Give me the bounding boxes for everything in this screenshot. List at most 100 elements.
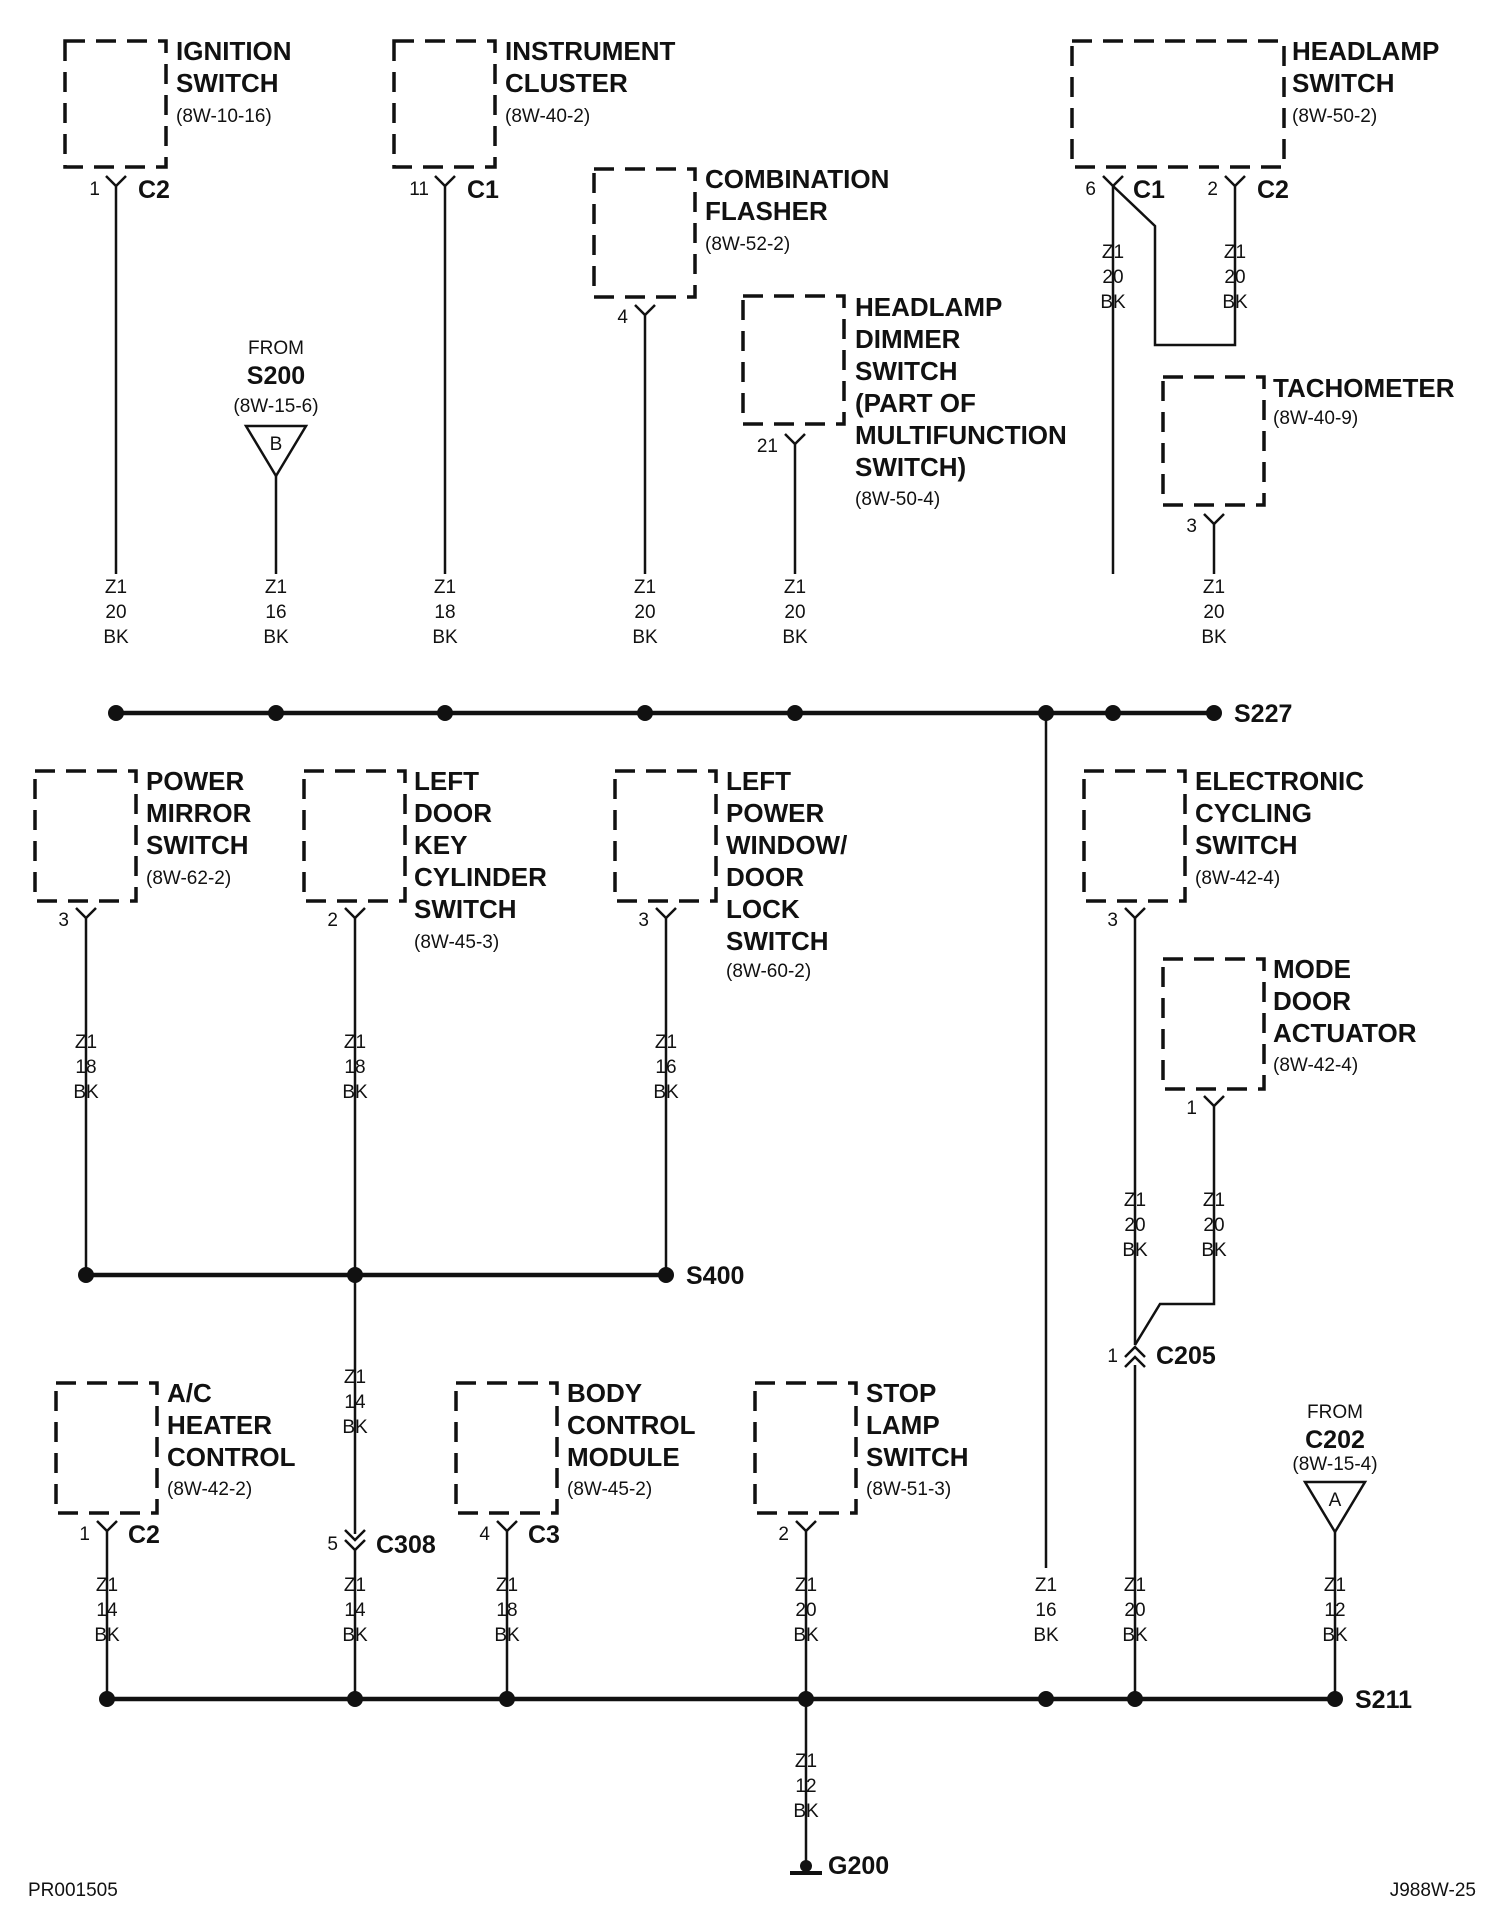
headlamp-dimmer-switch: HEADLAMP DIMMER SWITCH (PART OF MULTIFUN… <box>741 292 1074 510</box>
svg-text:A: A <box>1329 1490 1342 1511</box>
svg-text:B: B <box>270 434 283 455</box>
svg-text:5: 5 <box>327 1534 338 1555</box>
svg-text:C2: C2 <box>128 1521 160 1549</box>
splice-s227: S227 <box>108 700 1292 728</box>
svg-text:HEADLAMP DIMMER SW: HEADLAMP DIMMER SWITCH (PART OF MULTIFUN… <box>855 292 1074 482</box>
svg-text:1: 1 <box>1186 1098 1197 1119</box>
svg-text:S211: S211 <box>1355 1686 1412 1714</box>
svg-text:(8W-62-2): (8W-62-2) <box>146 868 231 889</box>
svg-text:6: 6 <box>1085 179 1096 200</box>
svg-text:21: 21 <box>757 436 778 457</box>
svg-text:2: 2 <box>1207 179 1218 200</box>
svg-text:G200: G200 <box>828 1852 889 1880</box>
svg-text:(8W-10-16): (8W-10-16) <box>176 106 272 127</box>
wires <box>84 185 1337 1866</box>
svg-text:C2: C2 <box>1257 176 1289 204</box>
svg-text:FROM: FROM <box>1307 1402 1363 1423</box>
svg-text:(8W-50-4): (8W-50-4) <box>855 489 940 510</box>
svg-text:(8W-42-4): (8W-42-4) <box>1195 868 1280 889</box>
svg-text:C1: C1 <box>1133 176 1165 204</box>
svg-text:(8W-45-2): (8W-45-2) <box>567 1479 652 1500</box>
svg-text:S227: S227 <box>1234 700 1292 728</box>
svg-text:C205: C205 <box>1156 1342 1216 1370</box>
svg-text:C1: C1 <box>467 176 499 204</box>
svg-text:2: 2 <box>327 910 338 931</box>
svg-text:(8W-15-4): (8W-15-4) <box>1292 1454 1377 1475</box>
svg-text:3: 3 <box>1107 910 1118 931</box>
svg-text:4: 4 <box>617 307 628 328</box>
svg-text:11: 11 <box>409 179 429 200</box>
inline-connector-c205: 1 C205 <box>1107 1342 1215 1370</box>
svg-text:(8W-60-2): (8W-60-2) <box>726 961 811 982</box>
svg-text:3: 3 <box>638 910 649 931</box>
svg-text:(8W-45-3): (8W-45-3) <box>414 932 499 953</box>
svg-text:LEFT POWER WINDOW/: LEFT POWER WINDOW/ DOOR LOCK SWITCH <box>726 766 855 956</box>
svg-text:3: 3 <box>1186 516 1197 537</box>
svg-text:3: 3 <box>58 910 69 931</box>
svg-text:S400: S400 <box>686 1262 744 1290</box>
svg-text:FROM: FROM <box>248 338 304 359</box>
svg-text:(8W-40-2): (8W-40-2) <box>505 106 590 127</box>
svg-text:(8W-40-9): (8W-40-9) <box>1273 408 1358 429</box>
source-s200: FROM S200 (8W-15-6) B <box>233 338 319 479</box>
svg-text:2: 2 <box>778 1524 789 1545</box>
splice-s400: S400 <box>78 1262 744 1290</box>
inline-connector-c308: 5 C308 <box>327 1529 436 1559</box>
svg-text:C308: C308 <box>376 1531 436 1559</box>
svg-text:C3: C3 <box>528 1521 560 1549</box>
svg-text:(8W-50-2): (8W-50-2) <box>1292 106 1377 127</box>
svg-text:1: 1 <box>79 1524 90 1545</box>
svg-text:TACHOMETER: TACHOMETER <box>1273 373 1455 403</box>
svg-text:1: 1 <box>1107 1346 1118 1367</box>
svg-text:C2: C2 <box>138 176 170 204</box>
svg-text:C202: C202 <box>1305 1426 1365 1454</box>
drawing-id-left: PR001505 <box>28 1880 118 1901</box>
svg-text:(8W-42-4): (8W-42-4) <box>1273 1055 1358 1076</box>
svg-text:(8W-15-6): (8W-15-6) <box>233 396 318 417</box>
tachometer: TACHOMETER (8W-40-9) <box>1161 373 1455 507</box>
ground-g200: G200 <box>790 1852 889 1880</box>
svg-text:(8W-42-2): (8W-42-2) <box>167 1479 252 1500</box>
svg-text:S200: S200 <box>247 362 305 390</box>
svg-text:1: 1 <box>89 179 100 200</box>
